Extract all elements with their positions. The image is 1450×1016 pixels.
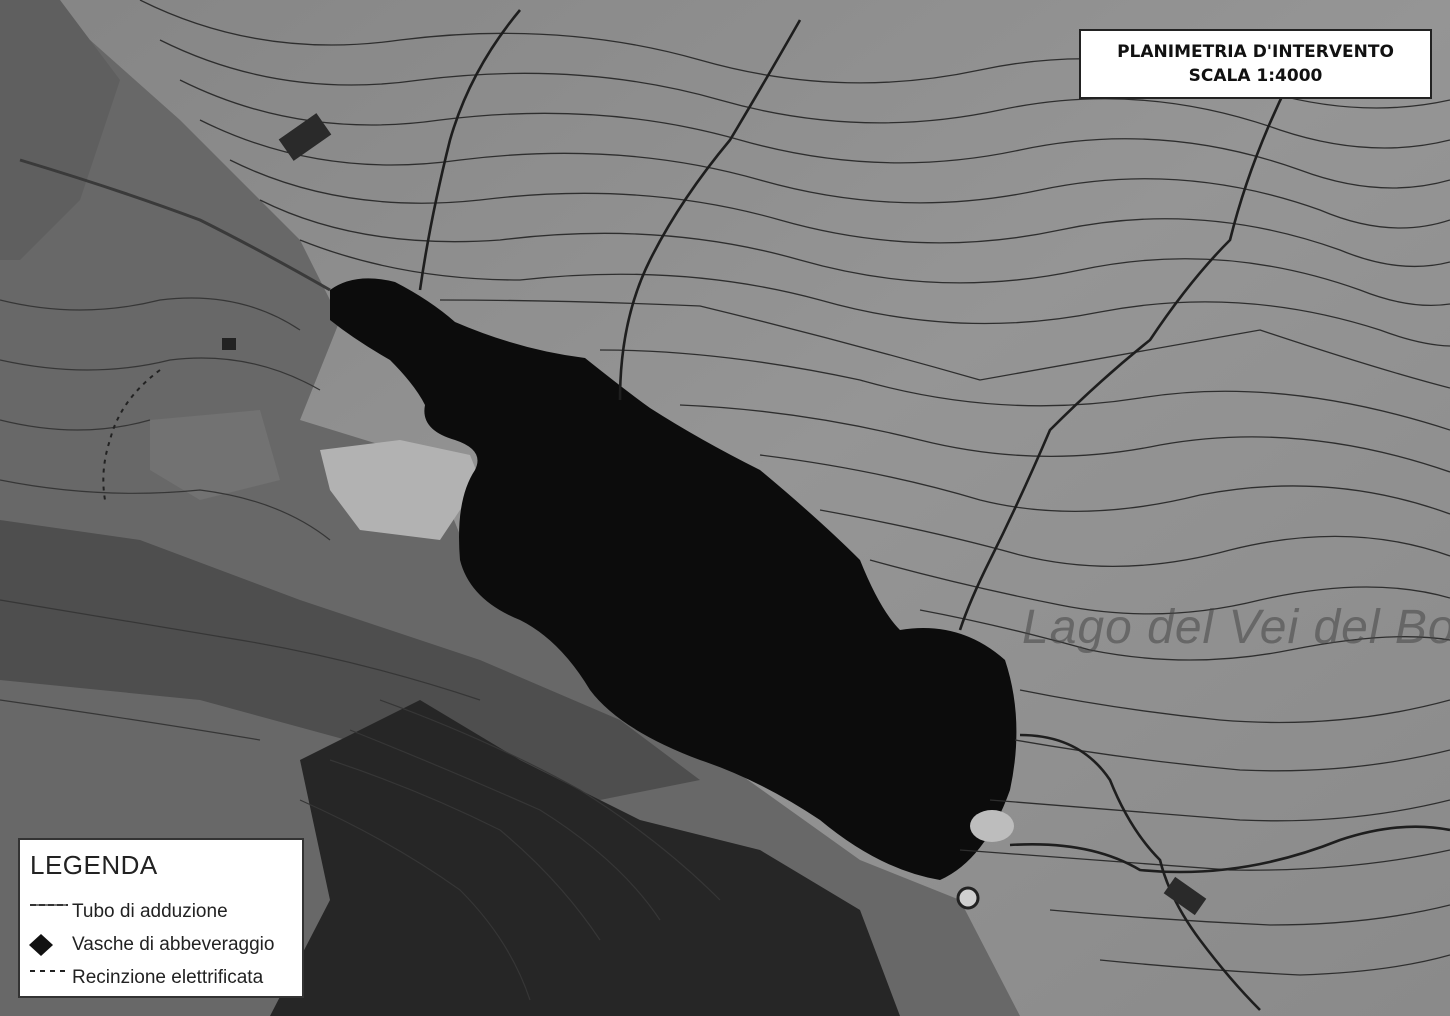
- rock-band: [0, 520, 700, 800]
- legend-item-pipe: Tubo di adduzione: [28, 900, 228, 924]
- shadow-area: [270, 700, 900, 1016]
- legend-title: LEGENDA: [30, 850, 158, 880]
- watering-tank: [956, 886, 980, 910]
- hut-north: [278, 113, 332, 161]
- rock-patch-light: [320, 440, 480, 540]
- hut-southeast: [1163, 876, 1207, 916]
- lake: [330, 278, 1017, 880]
- dashed-line-icon: [28, 966, 72, 990]
- streams: [418, 9, 1450, 1011]
- diamond-icon: [28, 933, 72, 957]
- rock-pile: [970, 810, 1014, 842]
- map-scale: SCALA 1:4000: [1188, 66, 1323, 86]
- map-title-box: PLANIMETRIA D'INTERVENTO SCALA 1:4000: [1079, 29, 1432, 99]
- rock-outcrop-top: [0, 0, 120, 260]
- supply-pipe: [19, 158, 331, 292]
- legend-label-pipe: Tubo di adduzione: [72, 901, 228, 922]
- huts: [222, 113, 1207, 916]
- hut-small: [222, 338, 236, 350]
- legend-item-tanks: Vasche di abbeveraggio: [28, 933, 274, 957]
- legend-label-tanks: Vasche di abbeveraggio: [72, 934, 275, 955]
- place-label: Lago del Vei del Bo: [1022, 601, 1450, 654]
- pipe-line-icon: [28, 900, 72, 924]
- legend-label-fence: Recinzione elettrificata: [72, 967, 264, 988]
- rock-patch-dark: [150, 410, 280, 500]
- electric-fence: [102, 369, 161, 501]
- map-title: PLANIMETRIA D'INTERVENTO: [1117, 42, 1394, 62]
- legend-item-fence: Recinzione elettrificata: [28, 966, 263, 990]
- rocky-slope: [0, 40, 1020, 1016]
- legend: LEGENDA Tubo di adduzione Vasche di abbe…: [18, 838, 304, 998]
- contour-lines-west: [0, 297, 721, 1001]
